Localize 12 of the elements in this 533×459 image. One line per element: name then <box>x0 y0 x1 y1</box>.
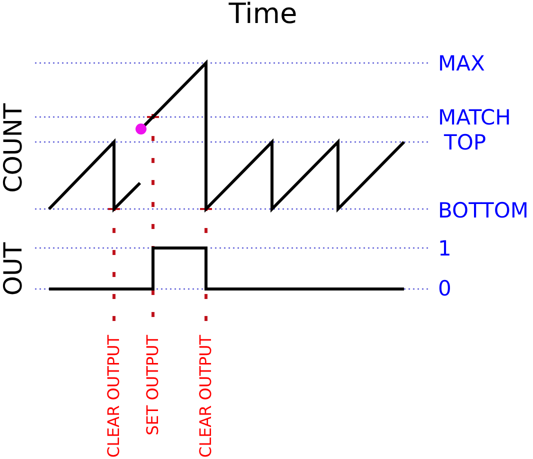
level-label: BOTTOM <box>438 200 529 222</box>
level-label: 0 <box>438 278 452 300</box>
axis-label: OUT <box>0 242 26 296</box>
level-label: MATCH <box>438 108 511 128</box>
chart-title: Time <box>228 0 298 28</box>
level-label: 1 <box>438 238 452 260</box>
event-label: SET OUTPUT <box>144 335 162 436</box>
event-label: CLEAR OUTPUT <box>197 335 215 458</box>
level-label: TOP <box>444 132 486 154</box>
level-label: MAX <box>438 54 485 74</box>
axis-label: COUNT <box>0 103 26 193</box>
event-label: CLEAR OUTPUT <box>105 335 123 458</box>
